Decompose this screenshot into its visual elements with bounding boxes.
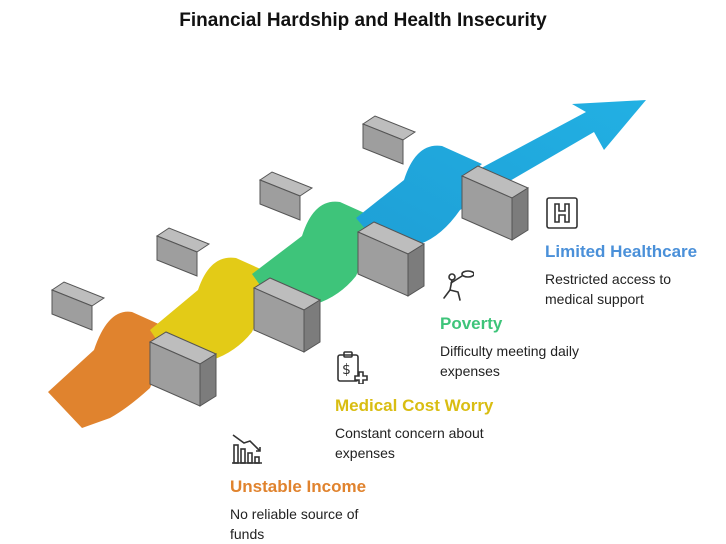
block-back-3	[258, 171, 314, 221]
svg-text:$: $	[342, 362, 351, 378]
desc-line-1: Constant concern about	[335, 425, 484, 441]
ribbon-segment-orange	[48, 311, 172, 428]
front-blocks	[148, 165, 530, 407]
desc-line-1: No reliable source of	[230, 506, 359, 522]
back-blocks	[50, 115, 417, 331]
desc-line-2: medical support	[545, 291, 644, 307]
desc-line-2: expenses	[335, 445, 395, 461]
step-label: Limited Healthcare	[545, 242, 698, 261]
desc-line-1: Restricted access to	[545, 271, 672, 287]
step-label: Unstable Income	[230, 477, 367, 496]
step-description: Constant concern about expenses	[335, 423, 484, 463]
block-front-2	[252, 277, 322, 353]
diagram-title: Financial Hardship and Health Insecurity	[179, 10, 547, 31]
desc-line-1: Difficulty meeting daily	[440, 343, 580, 359]
medical-bill-icon: $	[337, 351, 368, 384]
block-back-4	[361, 115, 417, 165]
declining-chart-icon	[232, 434, 262, 464]
desc-line-2: expenses	[440, 363, 500, 379]
block-back-2	[155, 227, 211, 277]
block-back-1	[50, 281, 106, 331]
step-description: Restricted access to medical support	[545, 269, 671, 309]
desc-line-2: funds	[230, 526, 265, 542]
step-description: Difficulty meeting daily expenses	[440, 341, 579, 381]
step-label: Poverty	[440, 314, 503, 333]
block-front-1	[148, 331, 218, 407]
block-front-4	[460, 165, 530, 241]
step-description: No reliable source of funds	[230, 504, 358, 544]
hospital-icon	[546, 197, 578, 229]
block-front-3	[356, 221, 426, 297]
begging-person-icon	[443, 270, 474, 301]
step-label: Medical Cost Worry	[335, 396, 494, 415]
